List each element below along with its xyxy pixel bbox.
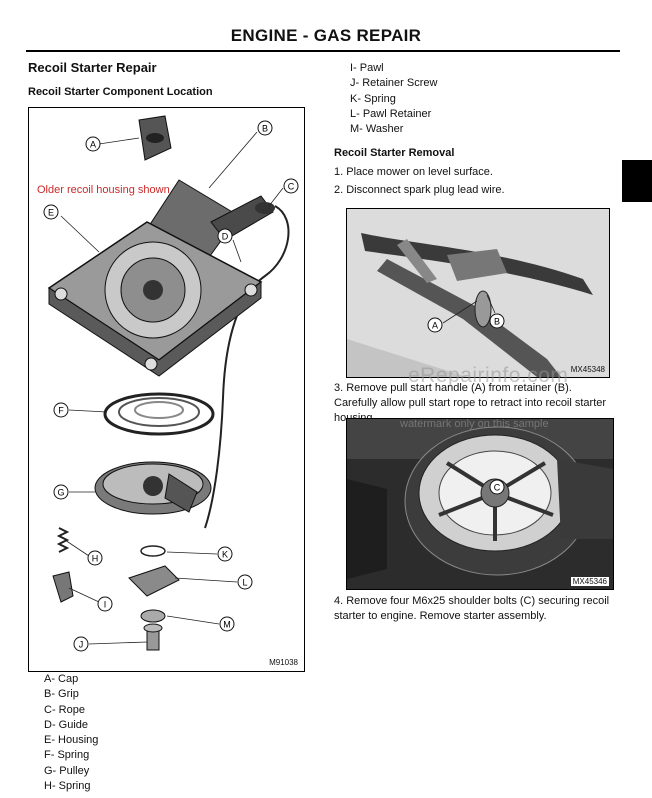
pawl-retainer-part bbox=[128, 565, 180, 597]
svg-text:C: C bbox=[288, 182, 295, 192]
callout-b: B bbox=[489, 313, 505, 329]
step-item: 2. Disconnect spark plug lead wire. bbox=[334, 184, 505, 196]
list-item: M- Washer bbox=[350, 123, 404, 136]
svg-text:D: D bbox=[222, 232, 229, 242]
photo-id: MX45348 bbox=[570, 365, 605, 374]
engine-photo-drawing: C bbox=[347, 419, 613, 589]
svg-text:L: L bbox=[242, 578, 247, 588]
list-item: B- Grip bbox=[44, 688, 79, 701]
list-item: K- Spring bbox=[350, 92, 396, 105]
svg-text:H: H bbox=[92, 554, 99, 564]
callout-b: B bbox=[257, 120, 273, 136]
page-title: ENGINE - GAS REPAIR bbox=[230, 26, 422, 45]
spring-part bbox=[103, 392, 215, 436]
callout-g: G bbox=[53, 484, 69, 500]
list-item: G- Pulley bbox=[44, 764, 90, 777]
removal-steps: 1. Place mower on level surface. 2. Disc… bbox=[334, 165, 614, 201]
figure-note: Older recoil housing shown bbox=[37, 184, 170, 196]
ring-spring-part bbox=[140, 545, 166, 557]
handle-photo-drawing: A B bbox=[347, 209, 609, 377]
housing-part bbox=[47, 221, 263, 377]
step-item: 1. Place mower on level surface. bbox=[334, 166, 493, 178]
photo-handle: A B MX45348 bbox=[346, 208, 610, 378]
leader-lines bbox=[60, 131, 284, 645]
svg-text:B: B bbox=[262, 124, 268, 134]
svg-text:E: E bbox=[48, 208, 54, 218]
svg-text:K: K bbox=[222, 550, 228, 560]
callout-m: M bbox=[219, 616, 235, 632]
list-item: L- Pawl Retainer bbox=[350, 107, 432, 120]
svg-text:I: I bbox=[104, 600, 107, 610]
list-item: E- Housing bbox=[44, 734, 99, 747]
list-item: J- Retainer Screw bbox=[350, 77, 438, 90]
callout-d: D bbox=[217, 228, 233, 244]
component-figure: A B C D E F G H I J K L M Older recoil h… bbox=[28, 107, 305, 672]
step-3: 3. Remove pull start handle (A) from ret… bbox=[334, 382, 607, 424]
callout-j: J bbox=[73, 636, 89, 652]
pawl-part bbox=[52, 571, 74, 603]
list-item: D- Guide bbox=[44, 718, 89, 731]
photo-id: MX45346 bbox=[570, 577, 609, 586]
svg-text:J: J bbox=[79, 640, 84, 650]
list-item: I- Pawl bbox=[350, 62, 384, 74]
callout-a: A bbox=[85, 136, 101, 152]
watermark-sub: watermark only on this sample bbox=[400, 418, 549, 430]
exploded-diagram: A B C D E F G H I J K L M bbox=[43, 115, 299, 652]
callout-i: I bbox=[97, 596, 113, 612]
parts-legend: A- Cap B- Grip C- Rope D- Guide E- Housi… bbox=[44, 672, 98, 794]
parts-legend-continued: I- Pawl J- Retainer Screw K- Spring L- P… bbox=[350, 61, 437, 137]
callout-l: L bbox=[237, 574, 253, 590]
cap-part bbox=[138, 115, 172, 161]
list-item: C- Rope bbox=[44, 703, 85, 716]
photo-engine: C MX45346 bbox=[346, 418, 614, 590]
callout-e: E bbox=[43, 204, 59, 220]
section-tab-marker bbox=[622, 160, 652, 202]
section-title: Recoil Starter Repair bbox=[28, 60, 157, 75]
rope-part bbox=[204, 205, 290, 529]
callout-c: C bbox=[489, 479, 505, 495]
watermark-main: eRepairinfo.com bbox=[408, 364, 569, 387]
step-4: 4. Remove four M6x25 shoulder bolts (C) … bbox=[334, 595, 610, 622]
removal-title: Recoil Starter Removal bbox=[334, 147, 455, 159]
svg-text:B: B bbox=[494, 317, 500, 327]
header-rule bbox=[26, 50, 620, 52]
pulley-part bbox=[94, 461, 212, 515]
list-item: A- Cap bbox=[44, 673, 79, 685]
callout-a: A bbox=[427, 317, 443, 333]
svg-text:F: F bbox=[58, 406, 64, 416]
list-item: H- Spring bbox=[44, 780, 91, 793]
retainer-screw-part bbox=[143, 623, 163, 651]
callouts: A B C D E F G H I J K L M bbox=[43, 120, 299, 652]
callout-f: F bbox=[53, 402, 69, 418]
svg-text:A: A bbox=[432, 321, 438, 331]
callout-c: C bbox=[283, 178, 299, 194]
callout-k: K bbox=[217, 546, 233, 562]
subsection-title: Recoil Starter Component Location bbox=[28, 86, 213, 98]
svg-text:A: A bbox=[90, 140, 96, 150]
list-item: F- Spring bbox=[44, 749, 90, 762]
small-spring-part bbox=[56, 527, 70, 553]
callout-h: H bbox=[87, 550, 103, 566]
figure-id: M91038 bbox=[269, 658, 298, 667]
washer-part bbox=[140, 609, 166, 623]
svg-text:M: M bbox=[223, 620, 231, 630]
svg-text:C: C bbox=[494, 483, 501, 493]
svg-text:G: G bbox=[57, 488, 64, 498]
